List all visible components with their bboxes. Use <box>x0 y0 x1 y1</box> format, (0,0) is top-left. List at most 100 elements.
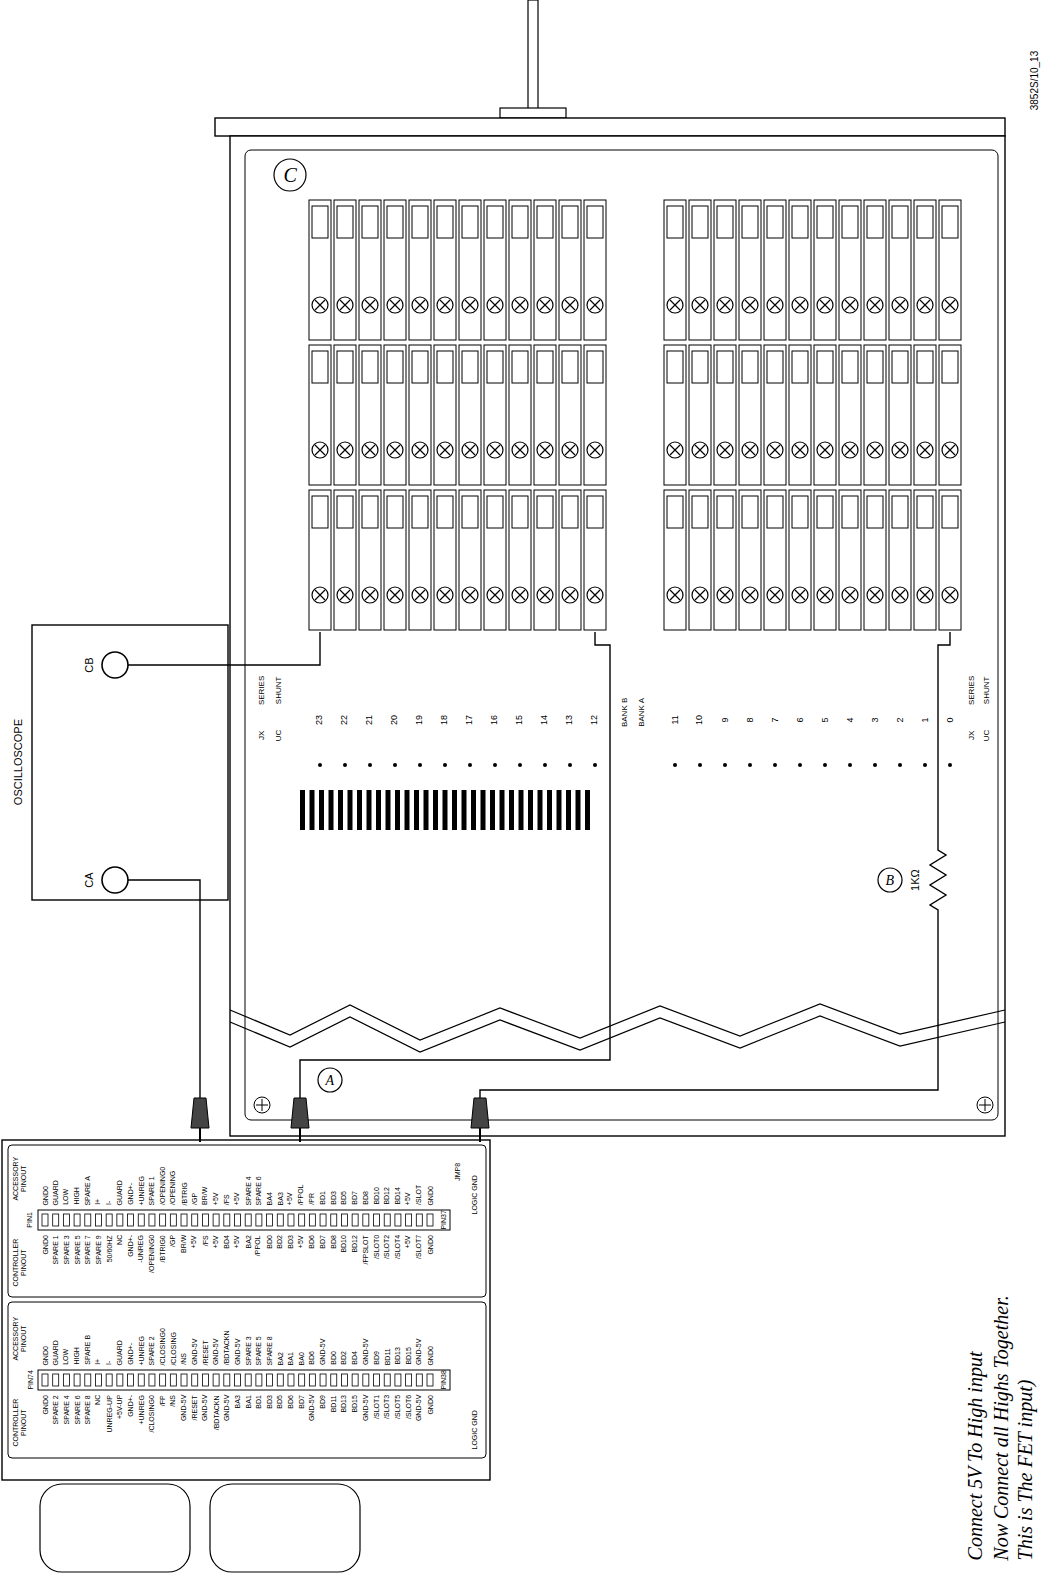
pin-name: GND-5V <box>309 1395 317 1421</box>
channel-label: 17 <box>465 715 475 725</box>
test-clip <box>191 1098 209 1128</box>
header-pin <box>299 1374 305 1386</box>
header-pin <box>267 1214 273 1226</box>
pin-name: BD9 <box>319 1395 327 1409</box>
terminal-block <box>864 200 886 340</box>
channel-dot <box>773 763 777 767</box>
terminal-screw <box>792 587 808 603</box>
header-pin <box>341 1374 347 1386</box>
screw-cross <box>315 590 325 600</box>
pin-name: I- <box>105 1201 113 1205</box>
pin-name: SPARE 5 <box>73 1235 81 1264</box>
channel-dot <box>723 763 727 767</box>
pin-name: BD13 <box>340 1395 348 1413</box>
card-edge-finger <box>547 790 552 830</box>
pin-name: SPARE 2 <box>52 1395 60 1424</box>
test-clip-hook <box>199 1128 201 1142</box>
terminal-screw <box>537 297 553 313</box>
screw-cross <box>920 445 930 455</box>
terminal-screw <box>692 442 708 458</box>
channel-label: 13 <box>565 715 575 725</box>
callout-letter: C <box>284 164 297 186</box>
channel-dot <box>698 763 702 767</box>
terminal-block <box>509 200 531 340</box>
channel-label: 2 <box>895 717 905 722</box>
header-pin <box>416 1374 422 1386</box>
terminal-screw <box>312 442 328 458</box>
pin-name: BD2 <box>340 1351 348 1365</box>
screw-cross <box>870 590 880 600</box>
pin-name: /PR <box>308 1193 316 1205</box>
screw-cross <box>390 300 400 310</box>
terminal-screw <box>942 297 958 313</box>
header-pin <box>149 1214 155 1226</box>
header-pin <box>277 1374 283 1386</box>
screw-cross <box>920 590 930 600</box>
channel-dot <box>848 763 852 767</box>
pin-name: GUARD <box>52 1340 60 1365</box>
screw-cross <box>365 300 375 310</box>
screw-cross <box>340 590 350 600</box>
card-edge-finger <box>585 790 590 830</box>
terminal-slot <box>942 206 958 238</box>
handwritten-note: Connect 5V To High input <box>964 1351 986 1560</box>
pin-name: GND-5V <box>191 1339 199 1365</box>
screw-cross <box>440 445 450 455</box>
terminal-slot <box>462 206 478 238</box>
pin-name: SPARE 1 <box>52 1235 60 1264</box>
terminal-slot <box>817 351 833 383</box>
header-pin <box>320 1374 326 1386</box>
node-outline <box>70 643 132 687</box>
screw-cross <box>795 590 805 600</box>
channel-dot <box>898 763 902 767</box>
card-edge-finger <box>395 790 400 830</box>
channel-label: SERIES <box>968 675 977 704</box>
screw-cross <box>745 445 755 455</box>
callout-circle <box>878 868 902 892</box>
pin-name: SPARE 5 <box>255 1336 263 1365</box>
pin-name: BD14 <box>394 1187 402 1205</box>
terminal-block <box>459 200 481 340</box>
handwritten-note: Now Connect all Highs Together. <box>989 1295 1011 1560</box>
pin-name: /SLOT6 <box>405 1395 413 1419</box>
screw-cross <box>895 445 905 455</box>
header-pin <box>224 1374 230 1386</box>
channel-dot <box>948 763 952 767</box>
card-edge-finger <box>376 790 381 830</box>
terminal-screw <box>462 297 478 313</box>
channel-dot <box>393 763 397 767</box>
channel-label: SHUNT <box>275 676 284 704</box>
pin-name: GUARD <box>116 1180 124 1205</box>
channel-dot <box>873 763 877 767</box>
terminal-screw <box>867 297 883 313</box>
terminal-screw <box>842 442 858 458</box>
terminal-block <box>459 490 481 630</box>
terminal-block <box>714 200 736 340</box>
terminal-screw <box>387 442 403 458</box>
pin-name: /FP <box>159 1395 167 1406</box>
terminal-slot <box>437 351 453 383</box>
pin-name: /SLOT1 <box>373 1395 381 1419</box>
terminal-block <box>914 200 936 340</box>
header-pin <box>309 1374 315 1386</box>
pin-name: /FS <box>223 1194 231 1205</box>
terminal-slot <box>337 496 353 528</box>
terminal-slot <box>867 496 883 528</box>
probe-wire <box>128 880 200 1098</box>
card-edge-finger <box>500 790 505 830</box>
channel-label: 19 <box>415 715 425 725</box>
terminal-slot <box>312 206 328 238</box>
header-pin <box>63 1214 69 1226</box>
pin-name: +5V <box>287 1192 295 1205</box>
terminal-slot <box>537 496 553 528</box>
pin-name: /PPOL <box>255 1235 263 1256</box>
pin-name: +5V <box>405 1192 413 1205</box>
terminal-block <box>764 345 786 485</box>
pin-name: PIN1 <box>26 1212 34 1228</box>
header-pin <box>406 1214 412 1226</box>
card-edge-finger <box>557 790 562 830</box>
part-label: JMP8 <box>454 1163 462 1181</box>
terminal-slot <box>717 351 733 383</box>
terminal-block <box>714 345 736 485</box>
pin-name: +5V <box>191 1235 199 1248</box>
